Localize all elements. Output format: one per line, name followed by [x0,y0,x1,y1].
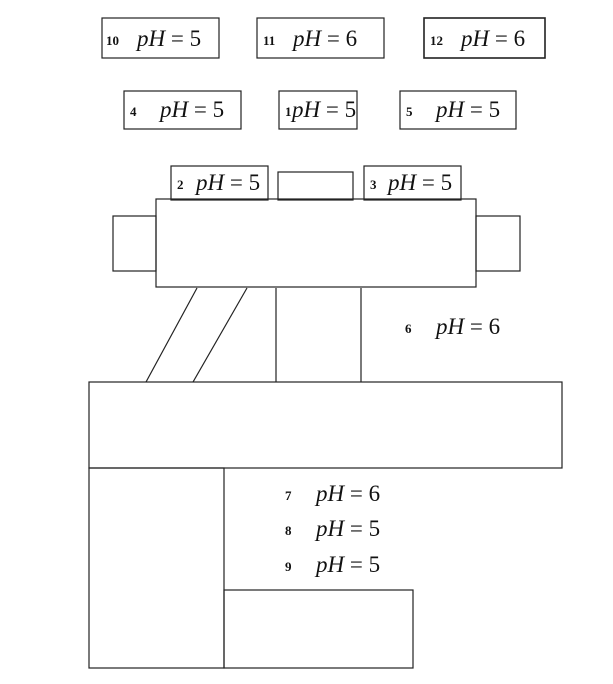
diagonal-support-right [192,287,248,383]
ph-value-label: pH = 5 [194,170,260,195]
ph-value-label: pH = 6 [291,26,357,51]
label-box-4 [123,90,242,130]
label-2: 2 pH = 5 [177,170,260,195]
label-8: 8 pH = 5 [285,516,380,541]
ph-value-label: pH = 6 [434,314,500,339]
label-box-5 [399,90,517,130]
label-9: 9 pH = 5 [285,552,380,577]
ph-value-label: pH = 5 [314,552,380,577]
label-4: 4 pH = 5 [130,97,224,122]
label-number: 7 [285,488,292,503]
top-center-tab [277,171,354,201]
label-number: 4 [130,104,137,119]
ph-value-label: pH = 6 [459,26,525,51]
ph-value-label: pH = 5 [434,97,500,122]
label-12: 12 pH = 6 [430,26,525,51]
lower-right-block [223,589,414,669]
label-box-11 [256,17,385,59]
label-box-1 [278,90,358,130]
label-number: 12 [430,33,443,48]
label-6: 6 pH = 6 [405,314,500,339]
label-number: 2 [177,177,184,192]
diagonal-support-left [145,287,198,383]
label-box-12 [423,17,546,59]
label-number: 10 [106,33,119,48]
label-11: 11 pH = 6 [263,26,357,51]
ph-value-label: pH = 5 [314,516,380,541]
label-box-3 [363,165,462,201]
label-5: 5 pH = 5 [406,97,500,122]
label-number: 1 [285,104,292,119]
label-number: 6 [405,321,412,336]
right-side-tab [475,215,521,272]
lower-left-block [88,467,225,669]
label-number: 11 [263,33,275,48]
label-3: 3 pH = 5 [370,170,452,195]
label-1: 1 pH = 5 [285,97,356,122]
ph-value-label: pH = 5 [386,170,452,195]
label-box-10 [101,17,220,59]
label-number: 3 [370,177,377,192]
label-number: 5 [406,104,413,119]
label-10: 10 pH = 5 [106,26,201,51]
label-number: 9 [285,559,292,574]
ph-value-label: pH = 5 [290,97,356,122]
label-box-2 [170,165,269,201]
left-side-tab [112,215,157,272]
ph-value-label: pH = 6 [314,481,380,506]
ph-value-label: pH = 5 [135,26,201,51]
wide-base-block [88,381,563,469]
label-7: 7 pH = 6 [285,481,380,506]
label-number: 8 [285,523,292,538]
ph-value-label: pH = 5 [158,97,224,122]
upper-body-block [155,198,477,288]
